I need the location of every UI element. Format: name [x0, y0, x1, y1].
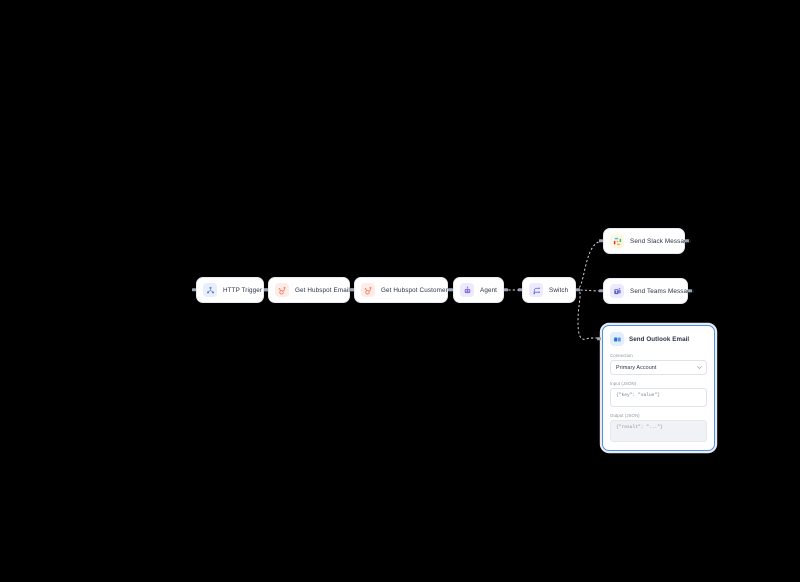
port-out[interactable]: [504, 288, 508, 292]
node-label: Switch: [549, 286, 569, 294]
http-trigger-icon: [203, 283, 217, 297]
hubspot-icon: [361, 283, 375, 297]
input-json-label: Input (JSON): [610, 380, 637, 386]
port-in[interactable]: [449, 288, 453, 292]
port-out[interactable]: [688, 289, 692, 293]
port-out[interactable]: [576, 288, 580, 292]
edge-switch-to-slack: [575, 240, 604, 291]
hubspot-icon: [275, 283, 289, 297]
panel-header: Send Outlook Email: [610, 332, 707, 346]
node-label: Send Teams Message: [630, 287, 695, 295]
connection-select[interactable]: Primary Account: [610, 360, 707, 375]
agent-robot-icon: [460, 283, 474, 297]
port-in[interactable]: [599, 239, 603, 243]
port-in[interactable]: [599, 289, 603, 293]
switch-branch-icon: [529, 283, 543, 297]
node-send-slack-message[interactable]: Send Slack Message: [599, 228, 691, 254]
input-json-field: Input (JSON) {"key": "value"}: [610, 380, 707, 408]
port-in[interactable]: [350, 288, 354, 292]
output-json-label: Output (JSON): [610, 413, 640, 419]
node-label: Get Hubspot Email: [295, 286, 350, 294]
node-http-trigger[interactable]: HTTP Trigger: [192, 277, 268, 303]
node-label: Agent: [480, 286, 498, 294]
node-label: Get Hubspot Customer: [381, 286, 448, 294]
microsoft-outlook-icon: [610, 332, 624, 346]
node-get-hubspot-customer[interactable]: Get Hubspot Customer: [350, 277, 452, 303]
port-out[interactable]: [685, 239, 689, 243]
output-json-viewer: {"result": "..."}: [610, 420, 707, 443]
node-label: HTTP Trigger: [223, 286, 263, 294]
connection-field: Connection Primary Account: [610, 353, 707, 375]
connection-value: Primary Account: [616, 364, 657, 371]
panel-title: Send Outlook Email: [629, 335, 690, 343]
port-in[interactable]: [518, 288, 522, 292]
node-switch[interactable]: Switch: [518, 277, 580, 303]
output-json-field: Output (JSON) {"result": "..."}: [610, 413, 707, 443]
node-get-hubspot-email[interactable]: Get Hubspot Email: [264, 277, 354, 303]
chevron-down-icon: [696, 365, 702, 371]
microsoft-teams-icon: [610, 284, 624, 298]
node-label: Send Slack Message: [630, 237, 692, 245]
node-agent[interactable]: Agent: [449, 277, 508, 303]
port-in[interactable]: [192, 288, 196, 292]
node-send-outlook-email-panel[interactable]: Send Outlook Email Connection Primary Ac…: [597, 325, 715, 452]
connection-label: Connection: [610, 353, 633, 358]
input-json-editor[interactable]: {"key": "value"}: [610, 388, 707, 408]
slack-icon: [610, 234, 624, 248]
port-in[interactable]: [264, 288, 268, 292]
node-send-teams-message[interactable]: Send Teams Message: [599, 278, 694, 304]
port-in[interactable]: [597, 337, 601, 341]
edge-switch-to-outlook: [575, 289, 601, 340]
